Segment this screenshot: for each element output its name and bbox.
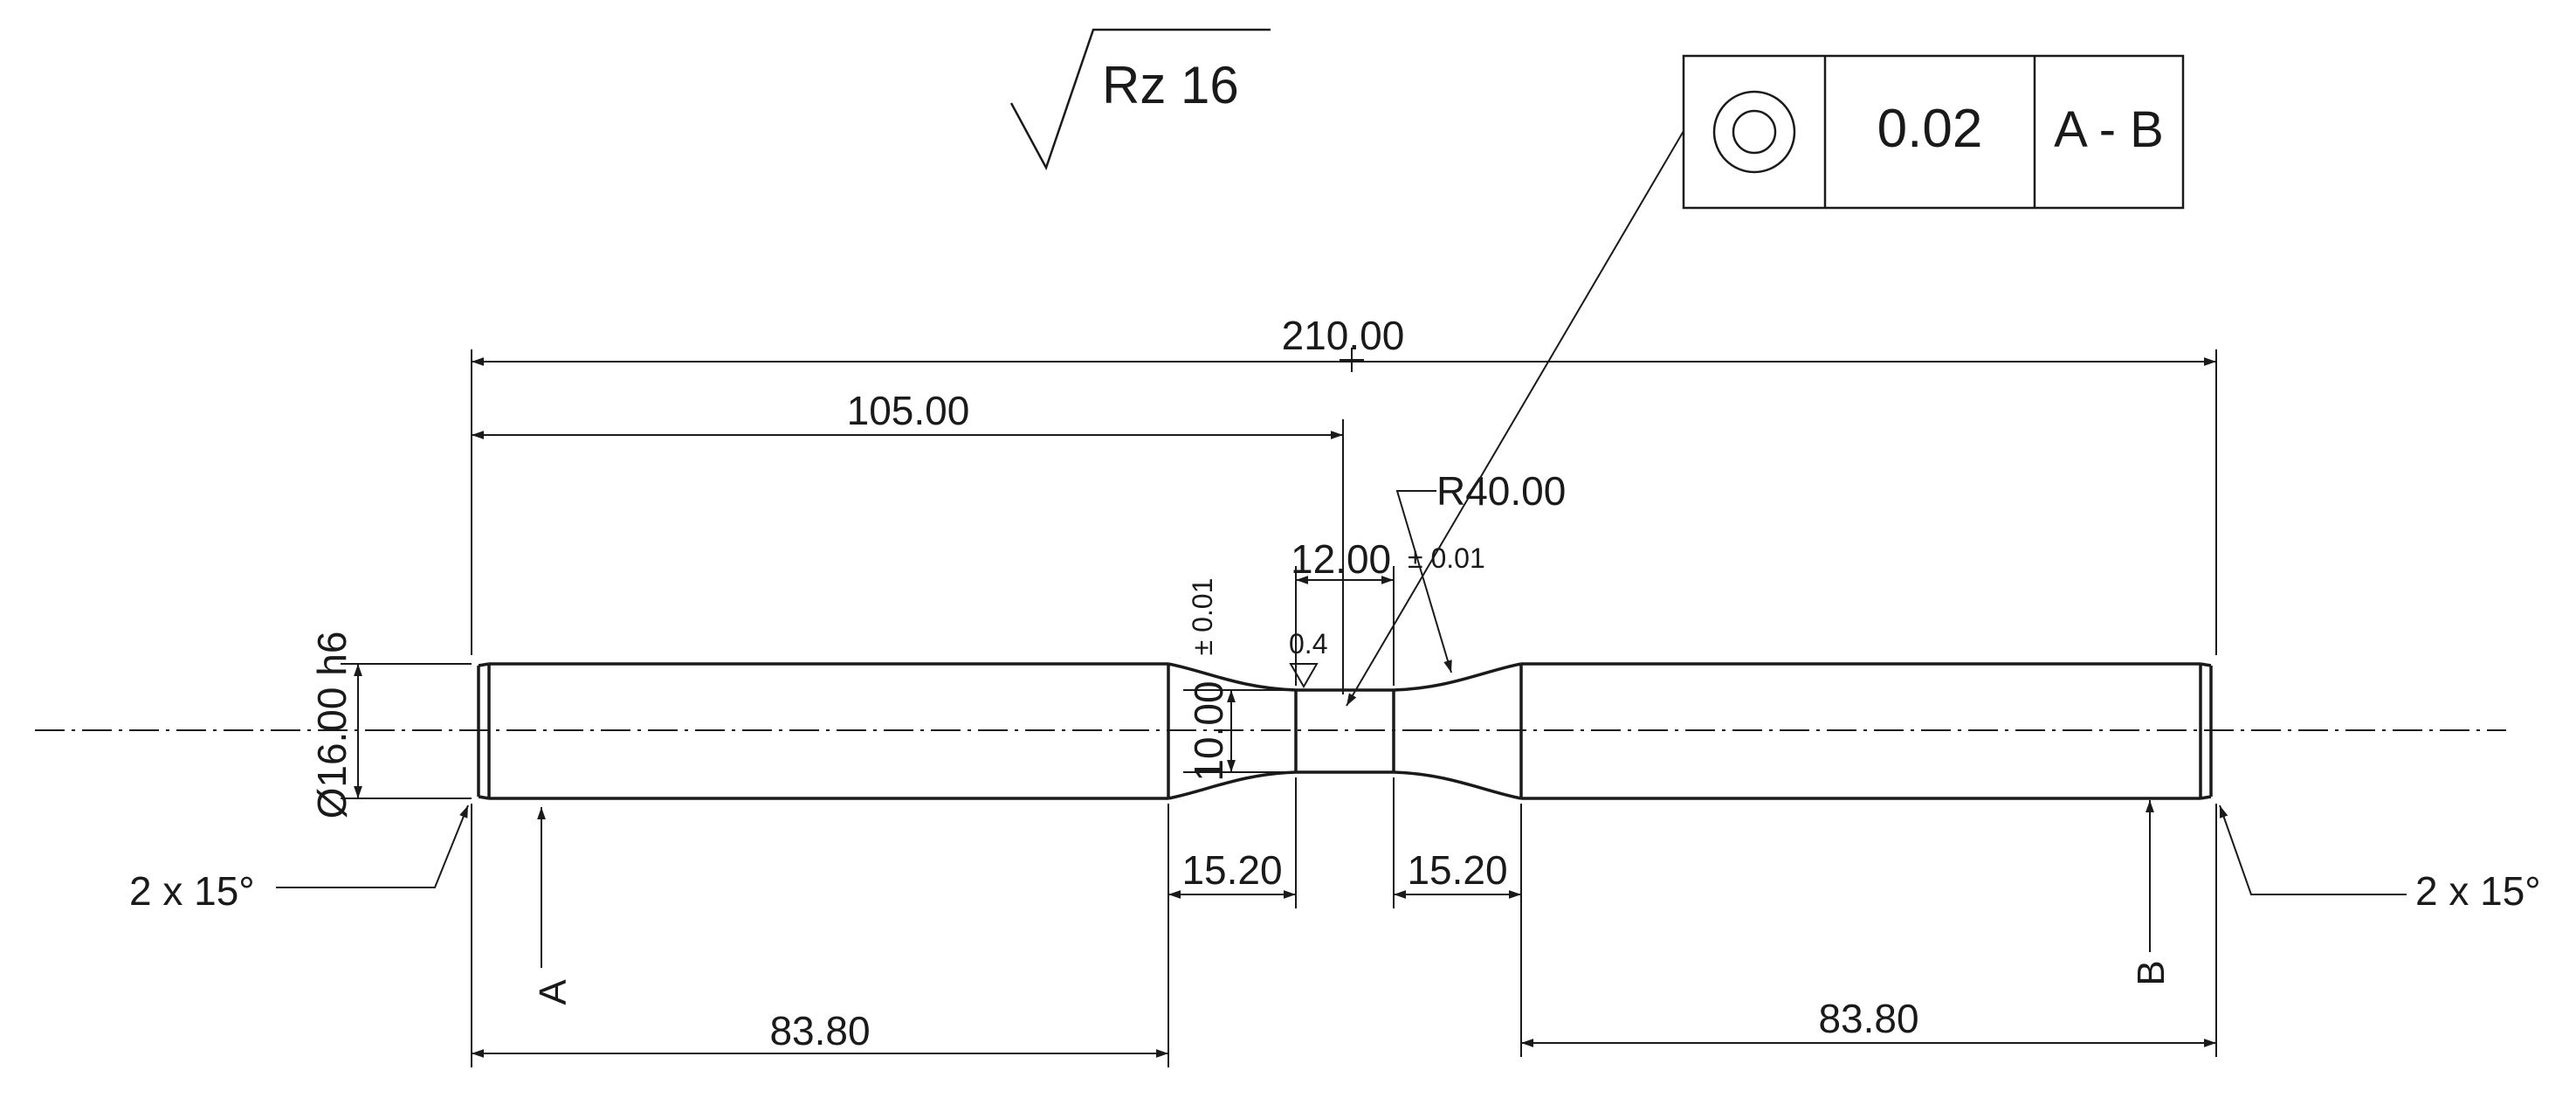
fcf-tolerance: 0.02: [1877, 99, 1983, 159]
dim-shaft-diameter: Ø16.00 h6: [309, 632, 355, 819]
dim-chamfer-left: 2 x 15°: [129, 868, 255, 914]
concentricity-icon: [1712, 90, 1796, 174]
surface-finish-symbol: Rz 16: [1009, 28, 1271, 171]
chamfer-leader-left: [276, 805, 469, 888]
feature-control-frame: 0.02 A - B: [1682, 54, 2185, 210]
dim-center-width: 12.00: [1291, 536, 1391, 582]
dim-shoulder-left: 83.80: [769, 1008, 870, 1053]
roughness-value: 0.4: [1289, 628, 1327, 659]
dim-radius: R40.00: [1436, 468, 1566, 514]
dim-transition-right: 15.20: [1407, 847, 1507, 893]
shaft-outline: [477, 662, 2213, 800]
roughness-symbol: 0.4: [1289, 628, 1327, 689]
datum-b-label: B: [2130, 960, 2173, 985]
extension-lines: [341, 349, 2217, 1067]
dim-overall-length: 210.00: [1282, 313, 1405, 358]
dim-center-diameter-tol: ± 0.01: [1187, 578, 1218, 656]
datum-a-label: A: [532, 979, 575, 1005]
dim-shoulder-right: 83.80: [1818, 996, 1918, 1041]
dim-radius-leader: [1395, 490, 1452, 673]
fcf-datum: A - B: [2054, 101, 2164, 158]
dim-center-width-tol: ± 0.01: [1408, 542, 1485, 574]
dim-center-diameter: 10.00: [1186, 680, 1231, 781]
dim-half-length: 105.00: [847, 388, 970, 433]
chamfer-leader-right: [2219, 805, 2407, 895]
surface-finish-text: Rz 16: [1102, 56, 1239, 114]
dim-chamfer-right: 2 x 15°: [2415, 868, 2541, 914]
dim-transition-left: 15.20: [1181, 847, 1282, 893]
fcf-leader: [1346, 130, 1684, 707]
